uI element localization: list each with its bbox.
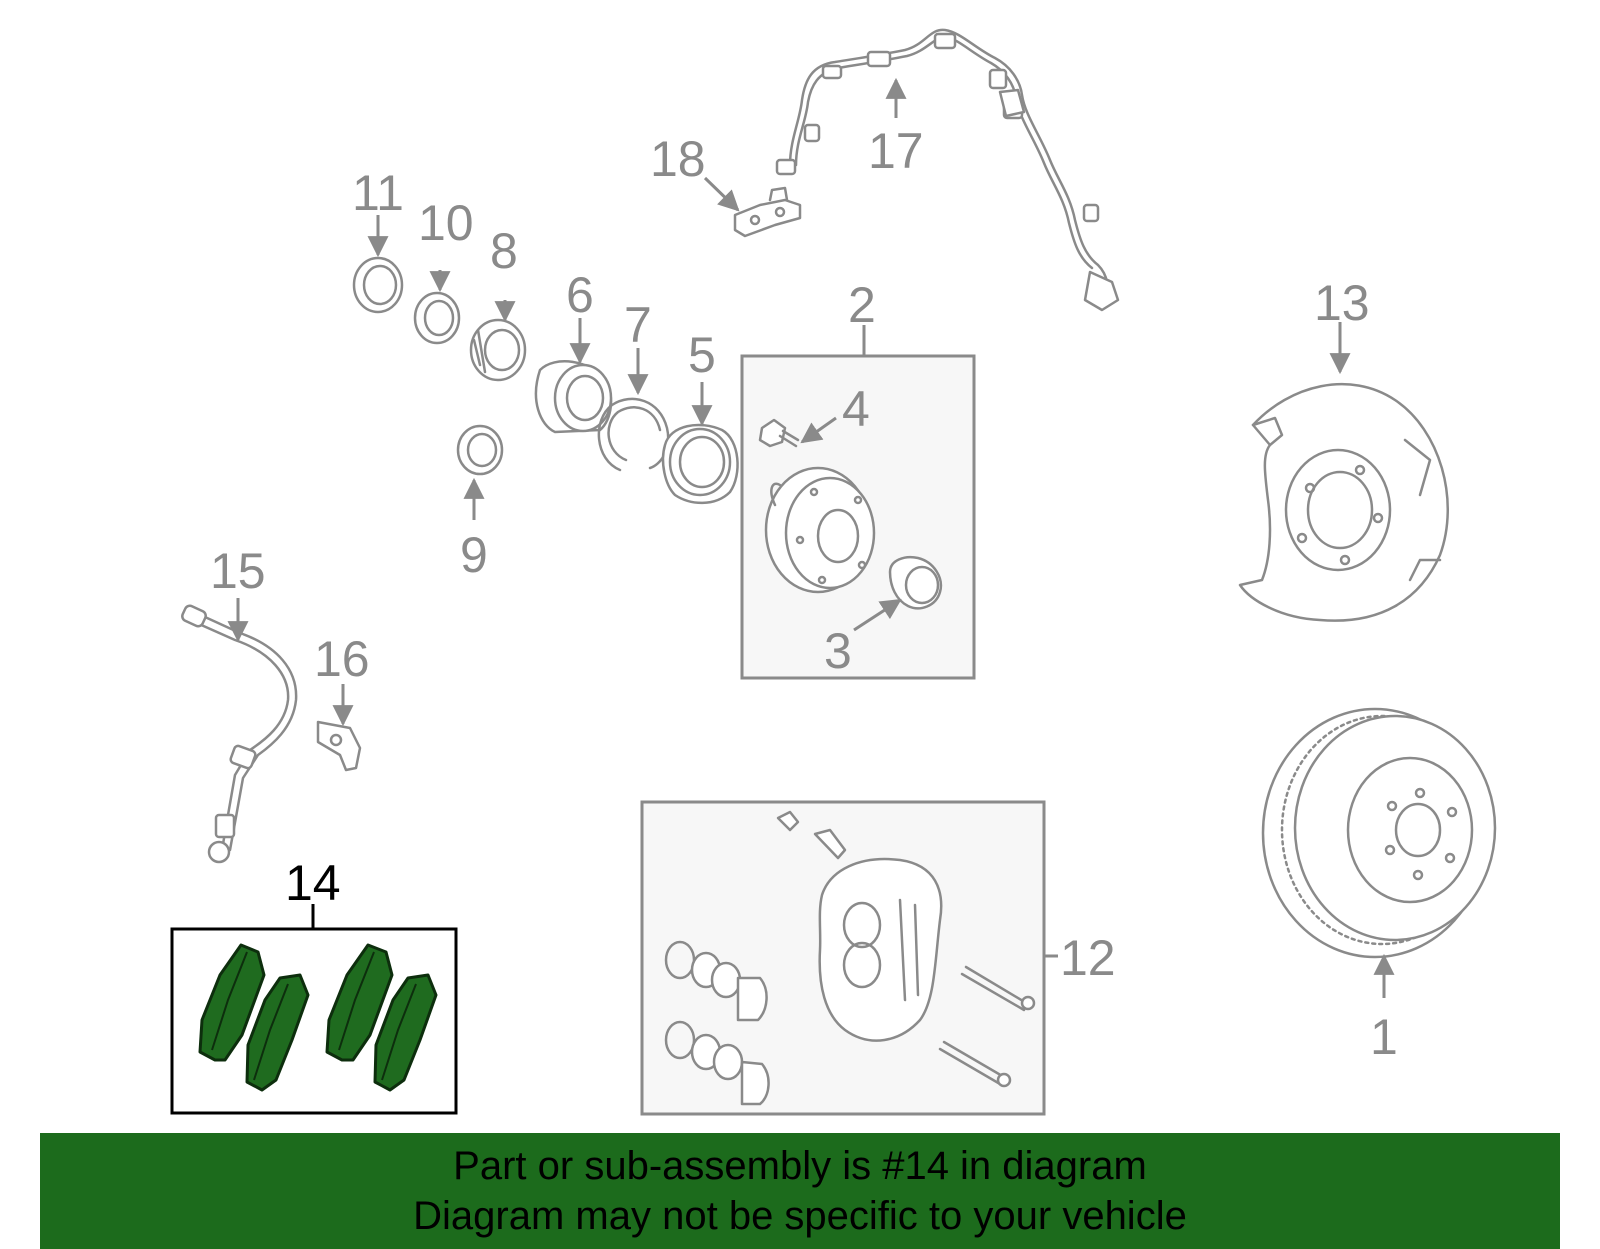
callout-4: 4 [842,381,870,437]
seal-part-10[interactable] [413,291,461,345]
callout-11: 11 [352,165,404,221]
callout-15: 15 [210,543,266,599]
seal-part-11[interactable] [352,256,404,314]
brake-pad-1 [198,943,266,1062]
banner-line-part-number: Part or sub-assembly is #14 in diagram [453,1144,1147,1188]
bearing-part-8[interactable] [469,318,527,382]
callout-5: 5 [688,327,716,383]
callout-14: 14 [285,855,341,911]
brake-pad-3 [325,943,394,1062]
callout-3: 3 [824,623,852,679]
brake-pad-4 [373,973,438,1092]
brake-rotor-part-1[interactable] [1261,707,1497,959]
brake-pad-2 [245,973,310,1092]
callout-18: 18 [650,131,706,187]
banner-line-disclaimer: Diagram may not be specific to your vehi… [413,1194,1187,1238]
callout-13: 13 [1314,275,1370,331]
hose-clip-part-16[interactable] [316,720,362,772]
callout-9: 9 [460,527,488,583]
sensor-bracket-part-18[interactable] [733,186,802,238]
callout-8: 8 [490,223,518,279]
leader-lines [227,77,1395,998]
callout-17: 17 [868,123,924,179]
brake-pads-box-part-14[interactable] [170,927,458,1115]
dust-shield-part-13[interactable] [1238,382,1449,622]
brake-hose-part-15[interactable] [181,604,298,864]
dust-seal-part-5[interactable] [661,423,739,505]
abs-sensor-wire-part-17[interactable] [775,28,1120,312]
callout-1: 1 [1370,1009,1398,1065]
callout-2: 2 [848,277,876,333]
callout-7: 7 [624,297,652,353]
info-banner: Part or sub-assembly is #14 in diagram D… [40,1133,1560,1249]
callout-12: 12 [1060,930,1116,986]
callout-16: 16 [314,631,370,687]
hub-assembly-box-part-2[interactable] [740,354,976,680]
oil-seal-part-9[interactable] [456,424,504,476]
callout-6: 6 [566,267,594,323]
caliper-assembly-box-part-12[interactable] [640,800,1046,1116]
callout-10: 10 [418,195,474,251]
wheel-hub [764,466,876,594]
hub-bolt-part-4[interactable] [758,418,800,448]
callout-labels: 11 10 8 6 7 5 9 2 4 3 18 17 13 1 12 15 1… [210,123,1398,1065]
